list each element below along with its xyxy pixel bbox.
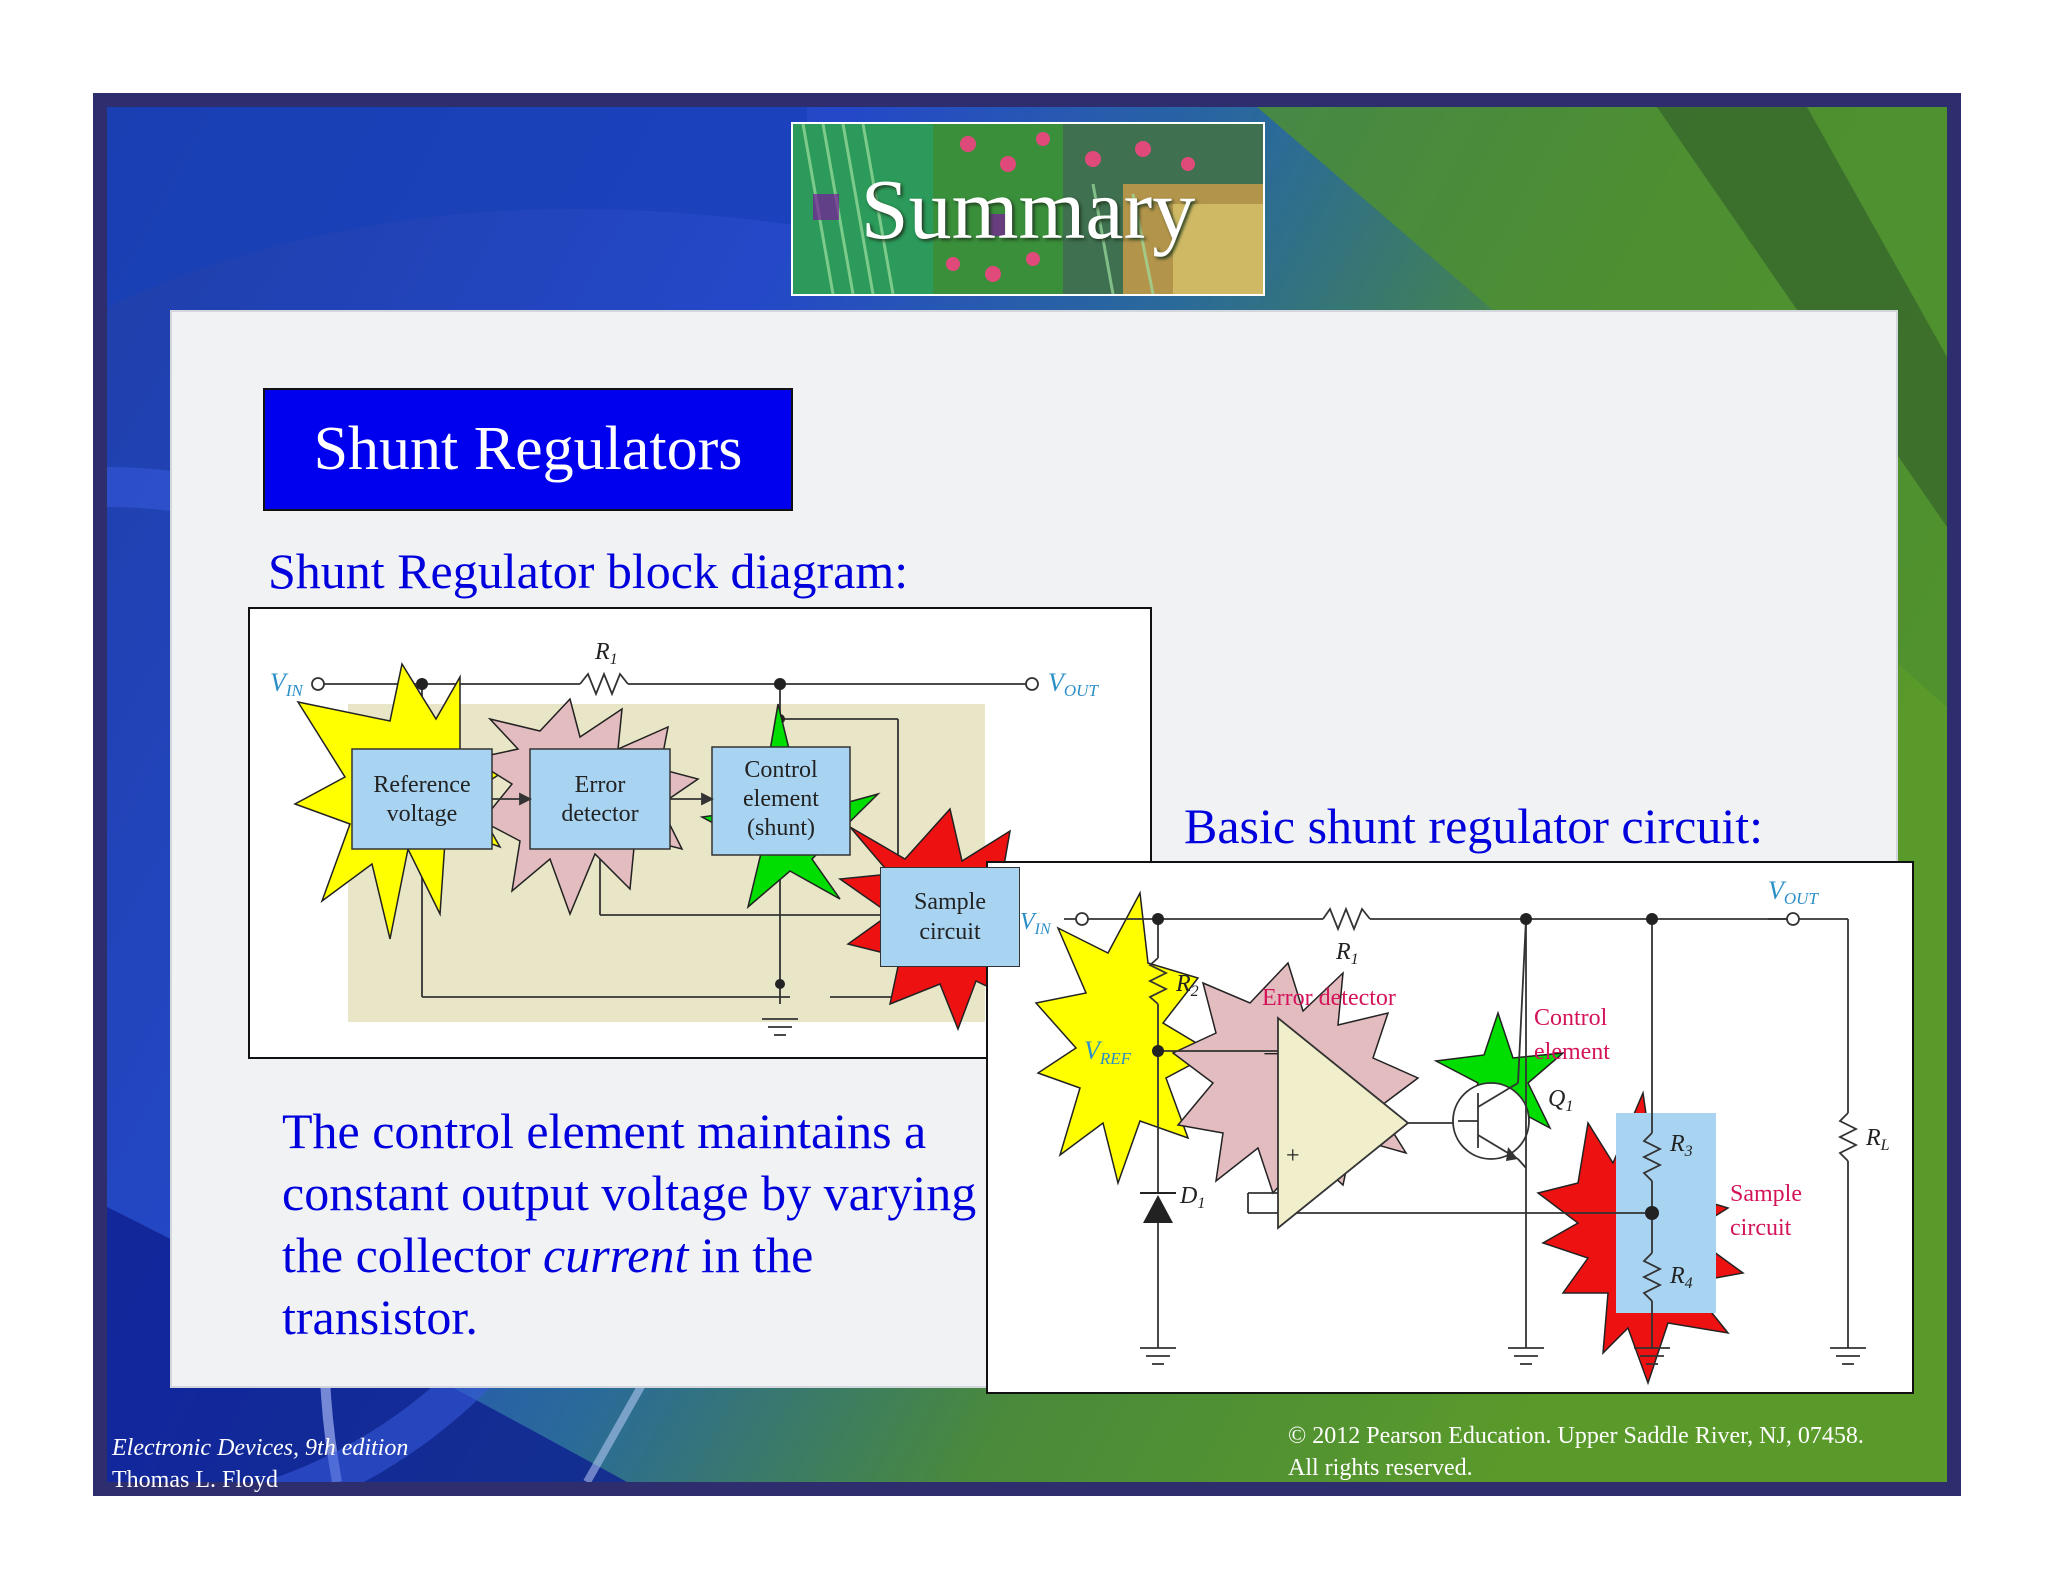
svg-text:VIN: VIN	[270, 668, 305, 700]
section-title: Shunt Regulators	[263, 388, 793, 511]
svg-text:element: element	[1534, 1039, 1610, 1065]
control-element-block	[711, 746, 851, 856]
svg-text:Error detector: Error detector	[1262, 985, 1396, 1011]
svg-text:−: −	[1263, 1039, 1279, 1070]
svg-text:VOUT: VOUT	[1768, 876, 1819, 908]
svg-text:+: +	[1286, 1143, 1300, 1169]
svg-text:VOUT: VOUT	[1048, 668, 1099, 700]
svg-text:RL: RL	[1865, 1125, 1890, 1154]
svg-text:(shunt): (shunt)	[747, 815, 815, 841]
circuit-heading: Basic shunt regulator circuit:	[1184, 798, 1764, 854]
footer-author: Thomas L. Floyd	[112, 1467, 278, 1493]
sample-circuit-block: Sample circuit	[880, 867, 1020, 967]
vref-burst	[1034, 890, 1215, 1186]
svg-text:voltage: voltage	[387, 801, 458, 827]
circuit-board-image	[793, 124, 1263, 294]
footer-copyright-line2: All rights reserved.	[1288, 1455, 1473, 1481]
svg-text:VREF: VREF	[1084, 1036, 1132, 1068]
svg-text:R2: R2	[1175, 971, 1199, 1000]
svg-text:VIN: VIN	[1020, 909, 1052, 938]
sample-circuit-label-line1: Sample	[914, 889, 986, 915]
svg-text:R4: R4	[1669, 1263, 1693, 1292]
svg-text:Error: Error	[575, 772, 626, 798]
svg-text:R1: R1	[594, 639, 618, 668]
svg-text:Control: Control	[1534, 1005, 1608, 1031]
svg-text:detector: detector	[561, 801, 638, 827]
svg-text:Reference: Reference	[373, 772, 470, 798]
svg-text:Q1: Q1	[1548, 1086, 1573, 1115]
error-detector-block	[529, 748, 671, 850]
svg-text:D1: D1	[1179, 1183, 1205, 1212]
circuit-wiring	[1064, 906, 1859, 1348]
footer-book-title: Electronic Devices, 9th edition	[112, 1435, 409, 1461]
slide-title: Summary	[860, 161, 1196, 257]
title-banner: Summary	[791, 122, 1265, 296]
svg-text:Control: Control	[744, 757, 818, 783]
zener-diode	[1143, 1195, 1173, 1223]
footer-copyright-line1: © 2012 Pearson Education. Upper Saddle R…	[1288, 1423, 1864, 1449]
svg-text:R3: R3	[1669, 1131, 1693, 1160]
footer-left: Electronic Devices, 9th edition Thomas L…	[112, 1432, 408, 1496]
body-text: The control element maintains a constant…	[282, 1103, 977, 1345]
svg-text:element: element	[743, 786, 819, 812]
emphasis-current: current	[543, 1227, 689, 1283]
svg-text:Sample: Sample	[1730, 1181, 1802, 1207]
footer-right: © 2012 Pearson Education. Upper Saddle R…	[1288, 1420, 1864, 1484]
svg-text:R1: R1	[1335, 939, 1359, 968]
block-diagram: R1 VIN VOUT Reference voltage Error dete…	[248, 607, 1152, 1059]
reference-voltage-block	[351, 748, 493, 850]
block-diagram-heading: Shunt Regulator block diagram:	[268, 543, 909, 599]
shunt-circuit-diagram: VIN VOUT R1 R2 VREF D1 Q1 R3 R4 RL − + E…	[986, 861, 1914, 1394]
svg-text:circuit: circuit	[1730, 1215, 1792, 1241]
sample-circuit-label-line2: circuit	[919, 919, 981, 945]
